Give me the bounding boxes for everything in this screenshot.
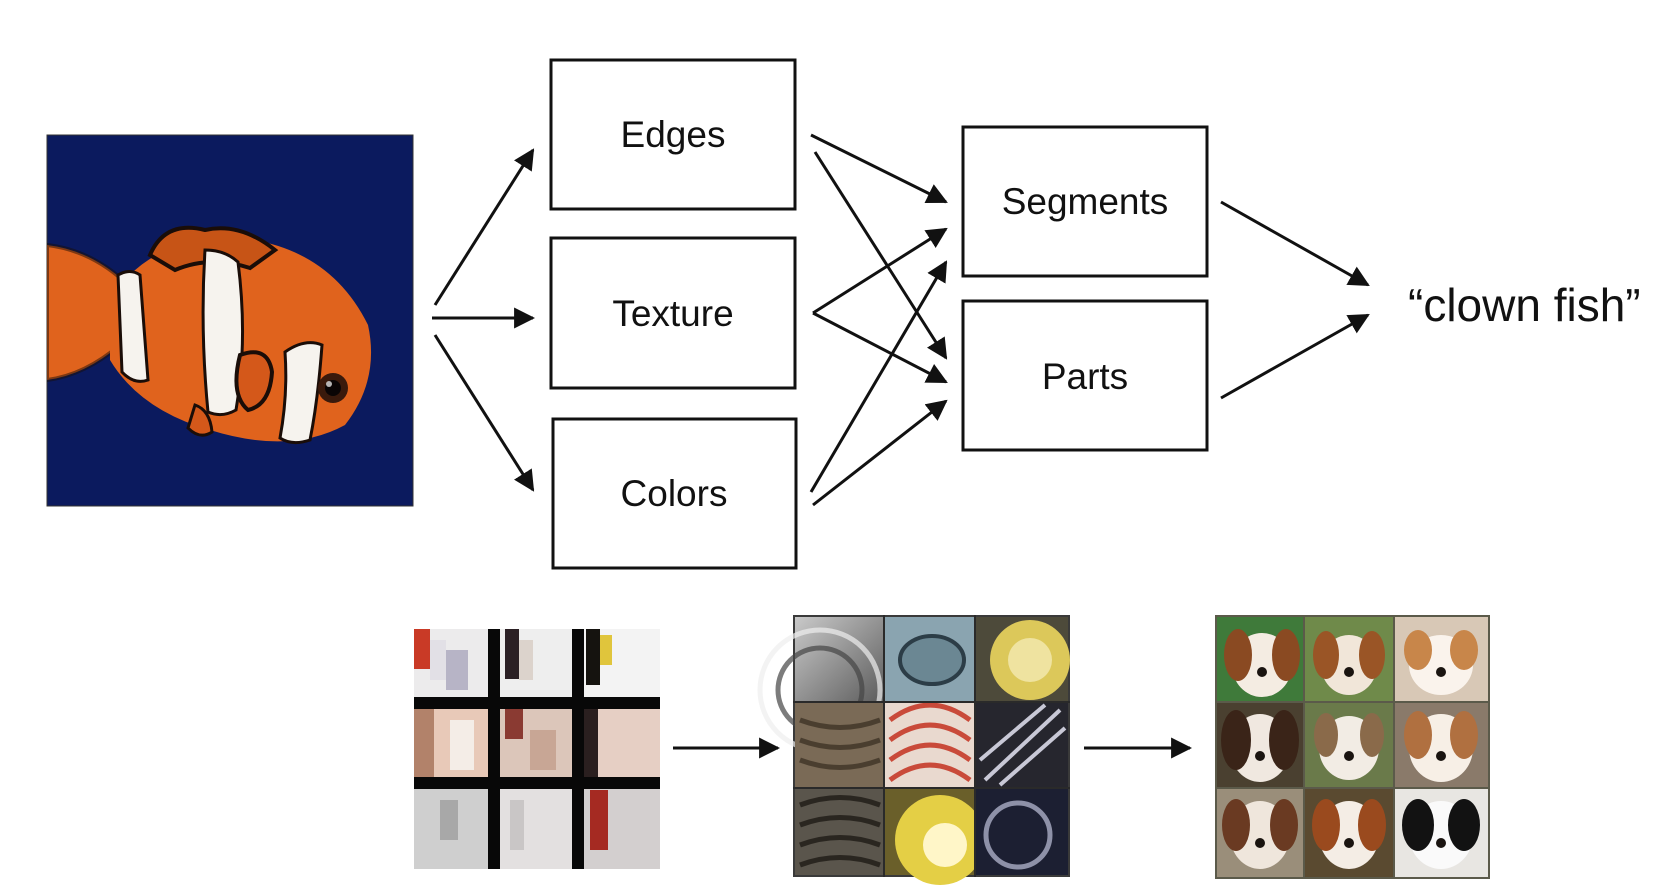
colors-label: Colors	[621, 473, 728, 514]
colors-box: Colors	[551, 417, 798, 570]
high-level-objects-panel	[1215, 615, 1490, 879]
texture-label: Texture	[612, 293, 733, 334]
stage2-boxes: Segments Parts	[961, 125, 1209, 452]
arrow-colors-segments	[809, 260, 948, 493]
arrow-image-edges	[433, 148, 535, 306]
parts-box: Parts	[961, 299, 1209, 452]
arrow-colors-parts	[812, 399, 948, 507]
edges-box: Edges	[549, 58, 797, 211]
stage2-to-output-arrows	[1220, 200, 1370, 400]
arrow-texture-segments	[812, 227, 948, 315]
low-level-filters-panel	[414, 629, 660, 869]
arrow-segments-output	[1220, 200, 1370, 287]
arrow-image-colors	[433, 334, 535, 492]
arrow-texture-parts	[812, 311, 948, 384]
stage1-to-stage2-arrows	[809, 133, 948, 507]
clownfish-image	[46, 134, 414, 507]
arrow-edges-parts	[813, 151, 948, 360]
parts-label: Parts	[1042, 356, 1128, 397]
arrow-edges-segments	[810, 133, 948, 204]
mid-level-textures-panel	[757, 615, 1070, 885]
edges-label: Edges	[621, 114, 726, 155]
texture-box: Texture	[549, 236, 797, 390]
segments-label: Segments	[1002, 181, 1169, 222]
arrow-parts-output	[1220, 313, 1370, 400]
output-label: “clown fish”	[1408, 279, 1641, 331]
stage1-boxes: Edges Texture Colors	[549, 58, 798, 570]
segments-box: Segments	[961, 125, 1209, 278]
image-to-stage1-arrows	[432, 148, 536, 492]
